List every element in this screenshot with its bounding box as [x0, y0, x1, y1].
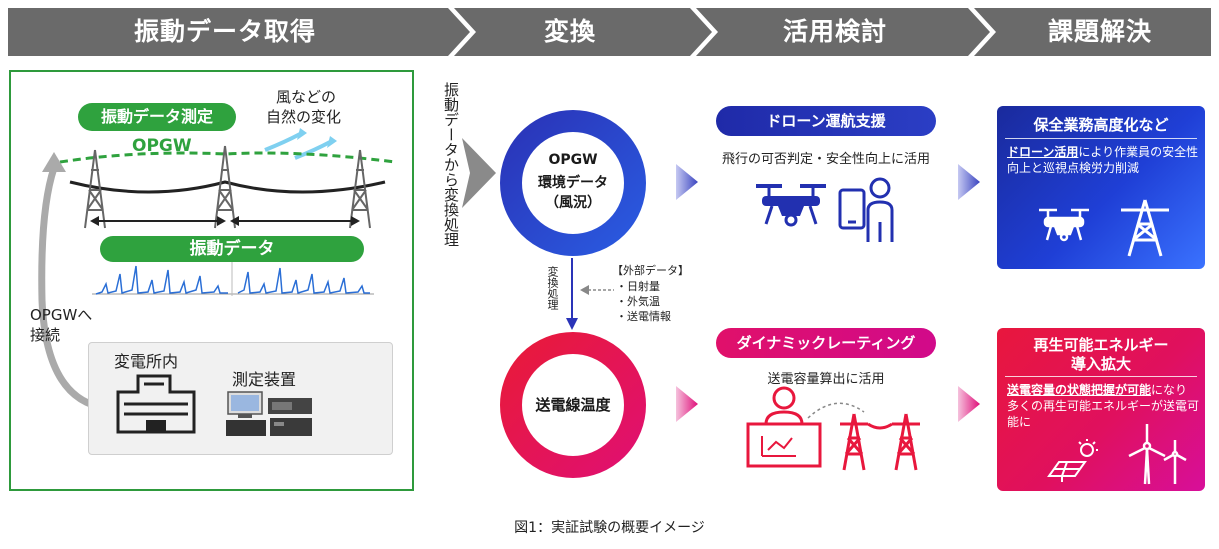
stage-label-acquisition: 振動データ取得 [133, 17, 316, 46]
maintenance-result-title: 保全業務高度化など [1033, 116, 1169, 134]
ring-bottom-line1: 送電線温度 [535, 396, 611, 414]
substation-label: 変電所内 [114, 352, 179, 371]
ring-top-line1: OPGW [548, 152, 598, 168]
stage-label-solution: 課題解決 [1047, 17, 1152, 46]
opgw-cable [59, 151, 396, 164]
external-data-title: 【外部データ】 [612, 264, 689, 277]
vibration-measure-pill: 振動データ測定 [78, 103, 236, 131]
tower-icon [214, 145, 236, 229]
renewables-result-emph: 送電容量の状態把握が可能 [1007, 383, 1152, 397]
renewables-result-body: 送電容量の状態把握が可能になり多くの再生可能エネルギーが送電可能に [1007, 382, 1199, 430]
measuring-device-icon [226, 391, 312, 436]
chevron-to-maintenance [958, 164, 980, 200]
ring-top-line2: 環境データ [538, 175, 608, 191]
stage-shape-2 [454, 8, 712, 56]
renewables-result-rest: になり多くの再生可能エネルギーが送電可能に [1007, 383, 1200, 429]
drone-support-pill: ドローン運航支援 [716, 106, 936, 136]
connect-label-line2: 接続 [30, 326, 61, 344]
dynamic-rating-desc: 送電容量算出に活用 [767, 372, 885, 387]
conversion-chevron-arrow [462, 138, 496, 208]
chevron-to-renewables [958, 386, 980, 422]
maintenance-result-rest: により作業員の安全性向上と巡視点検労力削減 [1007, 145, 1199, 175]
renewables-result-title-line1: 再生可能エネルギー [1033, 336, 1169, 354]
stage-shape-3 [696, 8, 990, 56]
vibration-waveform [92, 262, 374, 296]
solar-panel-icon [1047, 439, 1098, 482]
analyst-monitor-icon [746, 386, 822, 468]
ring-top-line3: （風況） [545, 195, 601, 211]
ring-connector-arrow [566, 258, 578, 330]
external-data-item-solar: ・日射量 [616, 280, 660, 293]
drone-icon [1039, 208, 1089, 242]
wind-label-line2: 自然の変化 [266, 108, 342, 126]
maintenance-result-card: 保全業務高度化など ドローン活用により作業員の安全性向上と巡視点検労力削減 [997, 106, 1205, 269]
tower-icon [349, 149, 371, 229]
drone-icon [756, 184, 826, 227]
stage-label-conversion: 変換 [543, 17, 596, 46]
tower-icon [1121, 199, 1169, 257]
card-separator [1005, 376, 1197, 377]
tablet-operator-icon [838, 177, 894, 242]
conductor-cable [69, 180, 386, 194]
stage-shape-4 [974, 8, 1211, 56]
stage-shape-1 [8, 8, 470, 56]
card-separator [1005, 138, 1197, 139]
conversion-vertical-label: 振動データから変換処理 [442, 82, 460, 247]
drone-support-desc: 飛行の可否判定・安全性向上に活用 [721, 152, 930, 167]
connect-label-line1: OPGWへ [30, 306, 93, 324]
opgw-label: OPGW [132, 136, 192, 156]
environment-data-ring [500, 110, 646, 256]
transmission-line-illustration [59, 145, 396, 229]
tower-icon [84, 149, 106, 229]
maintenance-result-body: ドローン活用により作業員の安全性向上と巡視点検労力削減 [1007, 144, 1199, 176]
wind-label-line1: 風などの [276, 88, 337, 106]
renewables-result-card: 再生可能エネルギー 導入拡大 送電容量の状態把握が可能になり多くの再生可能エネル… [997, 328, 1205, 491]
tower-pair-icon [840, 413, 920, 471]
device-label: 測定装置 [232, 370, 297, 389]
stage-bar [8, 8, 1211, 56]
vibration-data-pill: 振動データ [100, 236, 364, 262]
wind-icon [264, 128, 337, 160]
maintenance-result-emph: ドローン活用 [1007, 145, 1079, 159]
external-data-item-temp: ・外気温 [616, 295, 660, 308]
figure-caption: 図1：実証試験の概要イメージ [514, 520, 705, 536]
mid-conversion-label: 変換処理 [546, 266, 559, 310]
chevron-to-rating [676, 386, 698, 422]
chevron-to-drone [676, 164, 698, 200]
line-temperature-ring [500, 332, 646, 478]
connection-arrow [38, 152, 107, 412]
dashed-link [807, 402, 865, 419]
renewables-result-title-line2: 導入拡大 [1070, 355, 1131, 373]
external-data-arrow [580, 285, 614, 295]
wind-turbine-icon [1128, 424, 1187, 485]
building-icon [116, 374, 196, 434]
dynamic-rating-pill: ダイナミックレーティング [716, 328, 936, 358]
stage-label-utilization: 活用検討 [782, 17, 887, 46]
external-data-item-transmission: ・送電情報 [616, 310, 671, 323]
span-arrows [90, 216, 360, 226]
